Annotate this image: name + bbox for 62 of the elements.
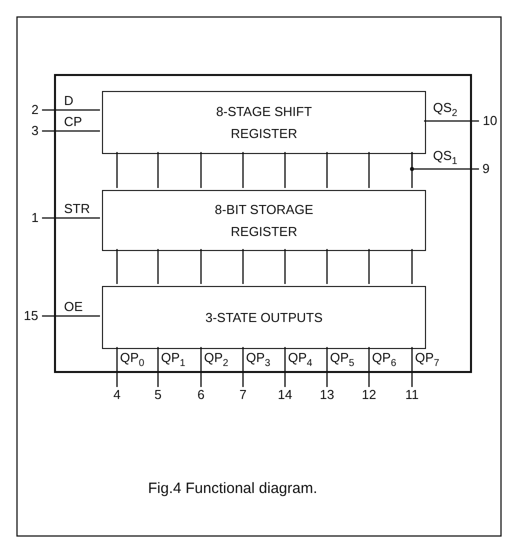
wire: [157, 152, 159, 188]
wire: [42, 315, 100, 317]
register-block: 8-BIT STORAGE REGISTER: [102, 190, 426, 251]
signal-label: QS$_{2}$: [433, 101, 458, 115]
wire: [200, 152, 202, 188]
signal-label: QP$_{5}$: [330, 351, 354, 365]
wire: [411, 249, 413, 284]
pin-number: 11: [401, 387, 423, 403]
chip-outline: [54, 74, 472, 373]
wire: [200, 249, 202, 284]
wire: [157, 249, 159, 284]
pin-number: 4: [106, 387, 128, 403]
wire: [200, 347, 202, 387]
pin-number: 3: [28, 123, 42, 139]
wire: [326, 152, 328, 188]
signal-label: QP$_{1}$: [161, 351, 186, 365]
pin-number: 7: [232, 387, 254, 403]
wire: [157, 347, 159, 387]
pin-number: 1: [28, 210, 42, 226]
figure-caption: Fig.4 Functional diagram.: [148, 480, 318, 498]
register-block: 8-STAGE SHIFT REGISTER: [102, 91, 426, 154]
signal-label: QP$_{6}$: [372, 351, 396, 365]
wire: [326, 347, 328, 387]
signal-label: QP$_{4}$: [288, 351, 312, 365]
pin-number: 15: [20, 308, 42, 324]
signal-label: QP$_{0}$: [120, 351, 144, 365]
wire: [284, 152, 286, 188]
wire: [116, 347, 118, 387]
pin-number: 14: [274, 387, 296, 403]
pin-number: 5: [147, 387, 169, 403]
wire: [284, 347, 286, 387]
wire: [116, 249, 118, 284]
wire: [368, 249, 370, 284]
signal-label: OE: [64, 300, 83, 314]
wire: [284, 249, 286, 284]
wire: [242, 249, 244, 284]
wire: [368, 347, 370, 387]
wire: [42, 217, 100, 219]
wire: [242, 152, 244, 188]
signal-label: D: [64, 94, 74, 108]
wire: [411, 152, 413, 188]
pin-number: 2: [28, 102, 42, 118]
wire: [411, 347, 413, 387]
pin-number: 13: [316, 387, 338, 403]
signal-label: QP$_{2}$: [204, 351, 228, 365]
pin-number: 9: [479, 161, 493, 177]
wire: [242, 347, 244, 387]
wire: [42, 109, 100, 111]
pin-number: 12: [358, 387, 380, 403]
register-block: 3-STATE OUTPUTS: [102, 286, 426, 349]
signal-label: CP: [64, 115, 82, 129]
wire: [42, 130, 100, 132]
signal-label: QP$_{7}$: [415, 351, 440, 365]
signal-label: QS$_{1}$: [433, 149, 458, 163]
wire: [116, 152, 118, 188]
wire: [424, 120, 479, 122]
signal-label: STR: [64, 202, 90, 216]
signal-label: QP$_{3}$: [246, 351, 270, 365]
wire: [326, 249, 328, 284]
pin-number: 10: [479, 113, 501, 129]
wire: [368, 152, 370, 188]
pin-number: 6: [190, 387, 212, 403]
